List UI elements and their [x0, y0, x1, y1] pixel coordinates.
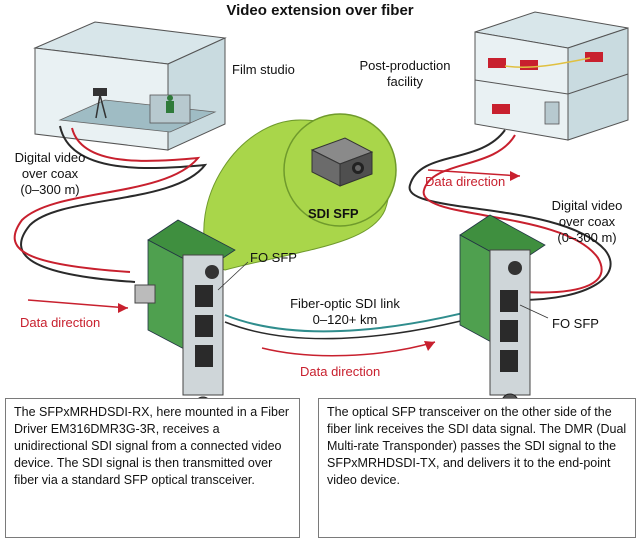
data-direction-right-label: Data direction: [425, 174, 506, 189]
data-direction-center-label: Data direction: [300, 364, 381, 379]
transceiver-card-right: [459, 214, 546, 411]
description-right-box: The optical SFP transceiver on the other…: [318, 398, 636, 538]
description-left-box: The SFPxMRHDSDI-RX, here mounted in a Fi…: [5, 398, 300, 538]
diagram-title: Video extension over fiber: [226, 2, 414, 19]
fo-sfp-right-label: FO SFP: [552, 316, 599, 331]
post-production-label: Post-production facility: [359, 58, 451, 89]
coax-cable-left-red: [13, 127, 201, 273]
fiber-link-label: Fiber-optic SDI link 0–120+ km: [290, 296, 400, 327]
fo-sfp-left-label: FO SFP: [250, 250, 297, 265]
sdi-sfp-module-illustration: [310, 137, 374, 187]
data-direction-left-label: Data direction: [20, 315, 101, 330]
data-direction-arrow-right: [427, 169, 521, 181]
fo-sfp-left-leader: [217, 261, 249, 291]
description-right-text: The optical SFP transceiver on the other…: [327, 405, 627, 487]
data-direction-arrow-center: [261, 341, 436, 357]
digital-video-left-label: Digital video over coax (0–300 m): [14, 150, 86, 197]
description-left-text: The SFPxMRHDSDI-RX, here mounted in a Fi…: [14, 405, 290, 487]
transceiver-card-left: [134, 219, 236, 414]
sdi-sfp-label: SDI SFP: [308, 206, 359, 221]
coax-cable-right-red: [422, 134, 603, 294]
digital-video-right-label: Digital video over coax (0–300 m): [551, 198, 623, 245]
coax-cable-left: [20, 125, 208, 283]
data-direction-arrow-left: [27, 299, 129, 313]
film-studio-label: Film studio: [232, 62, 295, 77]
post-production-illustration: [474, 11, 629, 141]
coax-cable-right: [408, 129, 612, 301]
film-studio-illustration: [33, 21, 227, 151]
fo-sfp-right-leader: [519, 304, 549, 319]
